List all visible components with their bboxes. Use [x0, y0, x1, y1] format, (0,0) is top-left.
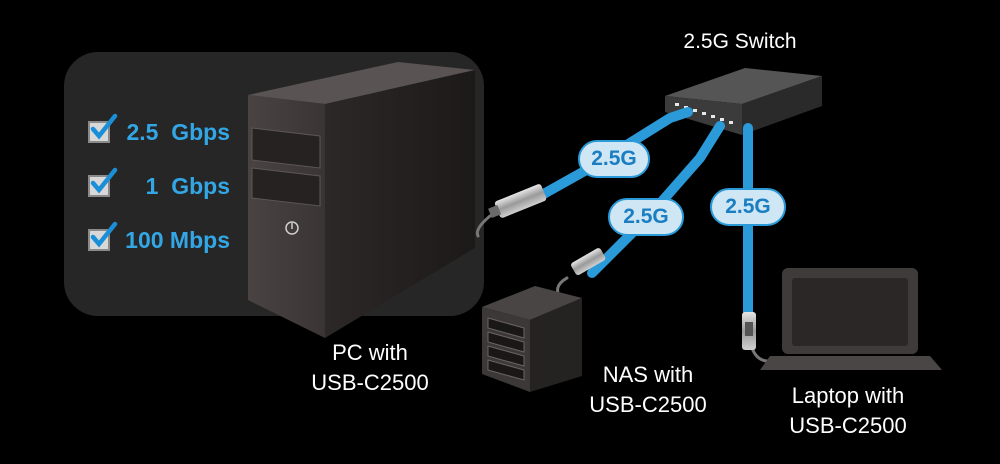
speed-row-100m: 100 Mbps	[88, 221, 230, 255]
laptop-caption: Laptop with USB-C2500	[748, 381, 948, 441]
link-speed-badge: 2.5G	[608, 198, 684, 236]
laptop-caption-line1: Laptop with	[791, 383, 905, 408]
laptop-icon	[760, 268, 942, 370]
nas-icon	[482, 286, 582, 392]
pc-caption-line2: USB-C2500	[311, 370, 429, 395]
network-switch-icon	[665, 68, 822, 135]
speed-label: 1 Gbps	[145, 172, 230, 199]
speed-label: 100 Mbps	[125, 226, 230, 253]
switch-title: 2.5G Switch	[683, 30, 797, 53]
nas-caption: NAS with USB-C2500	[548, 360, 748, 420]
speed-label: 2.5 Gbps	[126, 118, 230, 145]
pc-tower-icon	[248, 62, 475, 338]
usb-adapter-icon	[488, 184, 756, 350]
link-speed-badge: 2.5G	[578, 140, 650, 178]
nas-caption-line1: NAS with	[602, 362, 694, 387]
pc-caption-line1: PC with	[332, 340, 408, 365]
link-speed-badge: 2.5G	[710, 188, 786, 226]
speed-row-1g: 1 Gbps	[88, 167, 230, 201]
speed-row-2-5g: 2.5 Gbps	[88, 113, 230, 147]
pc-caption: PC with USB-C2500	[270, 338, 470, 398]
checkbox-checked-icon	[88, 221, 118, 251]
nas-caption-line2: USB-C2500	[589, 392, 707, 417]
checkbox-checked-icon	[88, 167, 118, 197]
laptop-caption-line2: USB-C2500	[789, 413, 907, 438]
checkbox-checked-icon	[88, 113, 118, 143]
